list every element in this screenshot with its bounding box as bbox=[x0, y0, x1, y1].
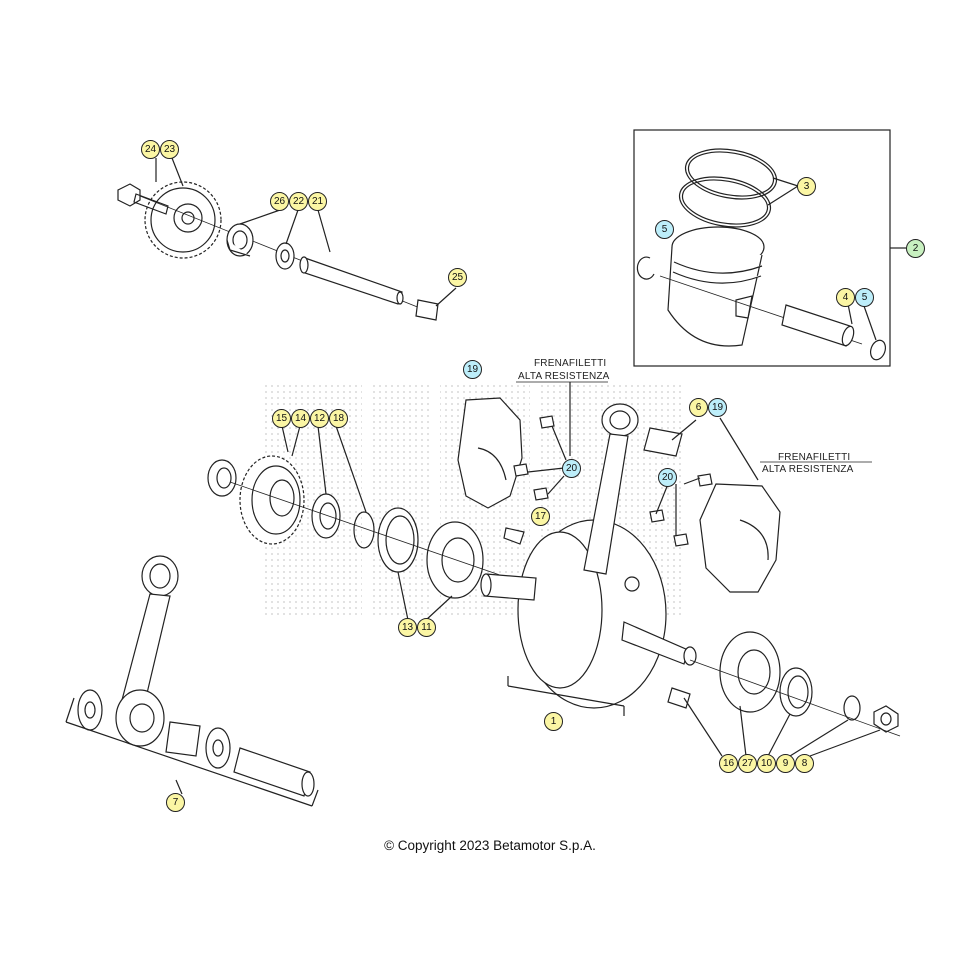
callout-9[interactable]: 9 bbox=[776, 754, 795, 773]
circlip-right bbox=[869, 339, 887, 361]
connecting-rod bbox=[583, 403, 639, 575]
needle-bearing-small bbox=[415, 299, 439, 321]
crank-cover-right bbox=[699, 483, 781, 593]
callout-27[interactable]: 27 bbox=[738, 754, 757, 773]
piston-pin bbox=[781, 304, 855, 347]
balancer-gear bbox=[144, 181, 222, 259]
callout-19-left[interactable]: 19 bbox=[463, 360, 482, 379]
callout-4[interactable]: 4 bbox=[836, 288, 855, 307]
crank-nut-8 bbox=[873, 705, 899, 733]
gear-bolt bbox=[117, 183, 169, 215]
callout-8[interactable]: 8 bbox=[795, 754, 814, 773]
callout-23[interactable]: 23 bbox=[160, 140, 179, 159]
callout-12[interactable]: 12 bbox=[310, 409, 329, 428]
thread-lock-note-2-line2: ALTA RESISTENZA bbox=[762, 464, 854, 475]
callout-21[interactable]: 21 bbox=[308, 192, 327, 211]
callout-11[interactable]: 11 bbox=[417, 618, 436, 637]
shaft-bearing bbox=[226, 223, 254, 257]
callout-6[interactable]: 6 bbox=[689, 398, 708, 417]
callout-13[interactable]: 13 bbox=[398, 618, 417, 637]
callout-17[interactable]: 17 bbox=[531, 507, 550, 526]
thread-lock-note-2-line1: FRENAFILETTI bbox=[778, 452, 851, 463]
key-17 bbox=[503, 527, 525, 545]
shaft-spacer bbox=[275, 242, 295, 270]
conrod-kit bbox=[115, 555, 179, 747]
piston bbox=[667, 226, 765, 347]
callout-19-right[interactable]: 19 bbox=[708, 398, 727, 417]
callout-22[interactable]: 22 bbox=[289, 192, 308, 211]
main-bearing-27 bbox=[719, 631, 781, 713]
conrod-thrust-washer-right bbox=[205, 727, 231, 769]
callout-15[interactable]: 15 bbox=[272, 409, 291, 428]
callout-26[interactable]: 26 bbox=[270, 192, 289, 211]
conrod-needle-bearing bbox=[165, 721, 201, 757]
circlip-left bbox=[636, 256, 655, 280]
callout-7[interactable]: 7 bbox=[166, 793, 185, 812]
callout-16[interactable]: 16 bbox=[719, 754, 738, 773]
callout-25[interactable]: 25 bbox=[448, 268, 467, 287]
callout-1[interactable]: 1 bbox=[544, 712, 563, 731]
bearing-12 bbox=[311, 493, 341, 539]
ring-18 bbox=[353, 511, 375, 549]
piston-ring-lower bbox=[678, 176, 772, 228]
callout-5-right[interactable]: 5 bbox=[855, 288, 874, 307]
balancer-shaft bbox=[299, 256, 404, 305]
conrod-thrust-washer-left bbox=[77, 689, 103, 731]
callout-3[interactable]: 3 bbox=[797, 177, 816, 196]
crank-gear bbox=[239, 455, 305, 545]
key-16 bbox=[667, 687, 691, 709]
thread-lock-note-1-line2: ALTA RESISTENZA bbox=[518, 371, 610, 382]
callout-2[interactable]: 2 bbox=[906, 239, 925, 258]
oil-seal-10 bbox=[779, 667, 813, 717]
callout-24[interactable]: 24 bbox=[141, 140, 160, 159]
crank-pin bbox=[233, 747, 315, 797]
copyright-text: © Copyright 2023 Betamotor S.p.A. bbox=[384, 838, 596, 853]
washer-9 bbox=[843, 695, 861, 721]
crank-gear-nut bbox=[207, 459, 237, 497]
callout-20-left[interactable]: 20 bbox=[562, 459, 581, 478]
thread-lock-note-1-line1: FRENAFILETTI bbox=[534, 358, 607, 369]
callout-10[interactable]: 10 bbox=[757, 754, 776, 773]
callout-18[interactable]: 18 bbox=[329, 409, 348, 428]
needle-bearing-6 bbox=[643, 427, 683, 457]
crankshaft bbox=[480, 519, 697, 709]
piston-ring-upper bbox=[684, 148, 778, 200]
crank-cover-left bbox=[457, 397, 523, 509]
crank-cover-bolts bbox=[513, 415, 555, 501]
callout-20-right[interactable]: 20 bbox=[658, 468, 677, 487]
callout-5-left[interactable]: 5 bbox=[655, 220, 674, 239]
right-cover-bolts bbox=[649, 473, 713, 547]
callout-14[interactable]: 14 bbox=[291, 409, 310, 428]
